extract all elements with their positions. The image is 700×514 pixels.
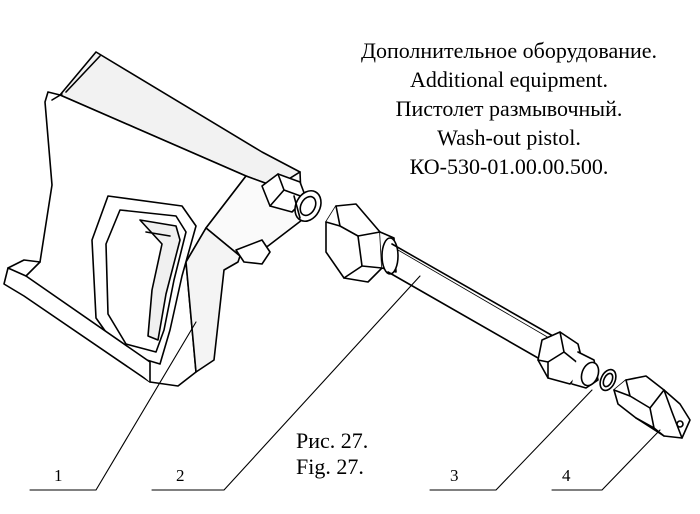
callout-2: 2 (176, 466, 185, 485)
o-ring-part (599, 368, 617, 392)
title-line-2: Additional equipment. (410, 67, 608, 92)
figure-caption-ru: Рис. 27. (296, 428, 369, 453)
pipe-with-union-nut-part (325, 203, 600, 389)
figure-caption-en: Fig. 27. (296, 454, 364, 479)
callout-3: 3 (450, 466, 459, 485)
pistol-body-part (3, 51, 322, 387)
title-line-3: Пистолет размывочный. (395, 96, 623, 121)
nozzle-part (613, 375, 691, 439)
leader-lines (29, 275, 661, 491)
drawing-title-block: Дополнительное оборудование. Additional … (318, 36, 700, 181)
title-line-1: Дополнительное оборудование. (360, 38, 658, 63)
title-line-5: КО-530-01.00.00.500. (409, 154, 609, 179)
title-line-4: Wash-out pistol. (437, 125, 581, 150)
callout-4: 4 (562, 466, 571, 485)
figure-caption: Рис. 27. Fig. 27. (296, 428, 368, 480)
callout-1: 1 (54, 466, 63, 485)
